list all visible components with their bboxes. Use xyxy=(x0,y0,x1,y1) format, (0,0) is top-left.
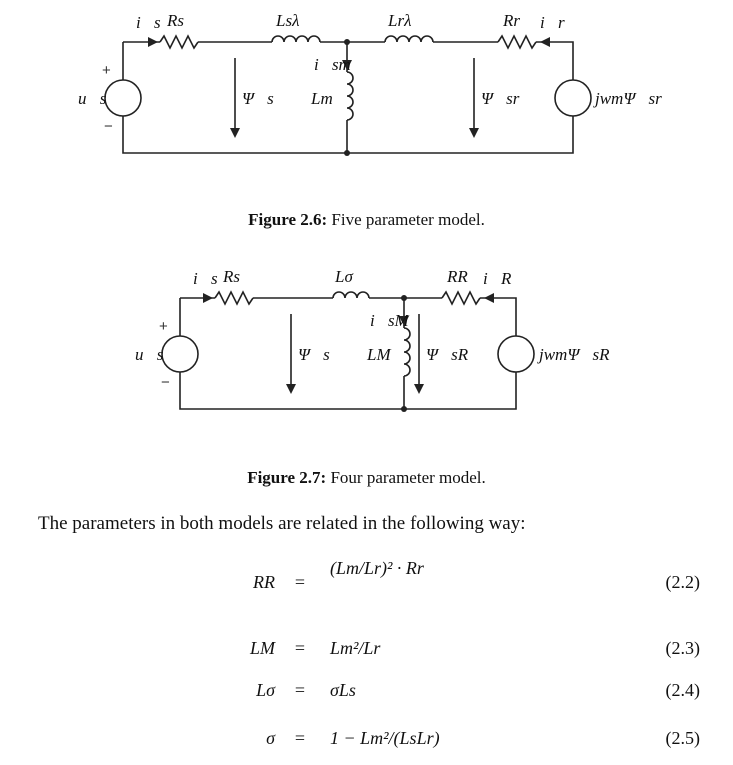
label-iR: i⃗R xyxy=(483,269,512,288)
junction-dot xyxy=(344,39,350,45)
label-ir: i⃗r xyxy=(540,13,565,32)
current-arrow-is xyxy=(148,37,158,47)
label-RR: RR xyxy=(446,267,468,286)
label-is: i⃗s xyxy=(193,269,218,288)
label-us: u⃗s xyxy=(135,345,164,364)
label-Lsigma: Lσ xyxy=(334,267,353,286)
minus-sign: − xyxy=(161,374,170,391)
figure-2-7-caption: Figure 2.7: Four parameter model. xyxy=(247,468,486,487)
current-arrow-iMs xyxy=(399,316,409,326)
equation-2-5: σ = 1 − Lm²/(LsLr) (2.5) xyxy=(266,728,700,748)
current-arrow-is xyxy=(203,293,213,303)
five-parameter-circuit: i⃗s Rs Lsλ Lrλ Rr i⃗r i⃗sm Lm Ψ⃗s Ψ⃗sr u… xyxy=(78,11,662,156)
label-ims: i⃗sm xyxy=(314,55,351,74)
label-Lsl: Lsλ xyxy=(275,11,299,30)
minus-sign: − xyxy=(104,118,113,135)
voltage-source-us xyxy=(104,79,142,117)
label-emf: jwmΨ⃗sR xyxy=(537,345,610,364)
junction-dot xyxy=(401,295,407,301)
plus-sign: + xyxy=(159,318,168,335)
junction-dot xyxy=(344,150,350,156)
label-Rs: Rs xyxy=(166,11,184,30)
flux-arrow-psiR xyxy=(414,384,424,394)
junction-dot xyxy=(401,406,407,412)
label-is: i⃗s xyxy=(136,13,161,32)
flux-arrow-psis xyxy=(230,128,240,138)
equation-2-3: LM = Lm²/Lr (2.3) xyxy=(249,638,700,658)
label-iMs: i⃗sM xyxy=(370,311,410,330)
current-arrow-iR xyxy=(484,293,494,303)
label-Rs: Rs xyxy=(222,267,240,286)
figure-2-6-caption: Figure 2.6: Five parameter model. xyxy=(248,210,485,229)
voltage-source-emf xyxy=(497,335,535,373)
plus-sign: + xyxy=(102,62,111,79)
label-psir: Ψ⃗sr xyxy=(481,89,520,108)
label-psiR: Ψ⃗sR xyxy=(426,345,469,364)
label-LM: LM xyxy=(366,345,391,364)
label-Lm: Lm xyxy=(310,89,333,108)
label-psis: Ψ⃗s xyxy=(298,345,330,364)
equation-2-2: RR = (Lm/Lr)² · Rr (2.2) xyxy=(253,558,700,592)
flux-arrow-psis xyxy=(286,384,296,394)
four-parameter-circuit: i⃗s Rs Lσ RR i⃗R i⃗sM LM Ψ⃗s Ψ⃗sR u⃗s jw… xyxy=(135,267,610,412)
label-emf: jwmΨ⃗sr xyxy=(593,89,662,108)
label-Lrl: Lrλ xyxy=(387,11,411,30)
label-us: u⃗s xyxy=(78,89,107,108)
body-paragraph: The parameters in both models are relate… xyxy=(38,513,526,534)
equation-2-4: Lσ = σLs (2.4) xyxy=(256,680,700,700)
current-arrow-ir xyxy=(540,37,550,47)
label-psis: Ψ⃗s xyxy=(242,89,274,108)
voltage-source-emf xyxy=(554,79,592,117)
current-arrow-ims xyxy=(342,60,352,70)
flux-arrow-psir xyxy=(469,128,479,138)
voltage-source-us xyxy=(161,335,199,373)
label-Rr: Rr xyxy=(502,11,520,30)
